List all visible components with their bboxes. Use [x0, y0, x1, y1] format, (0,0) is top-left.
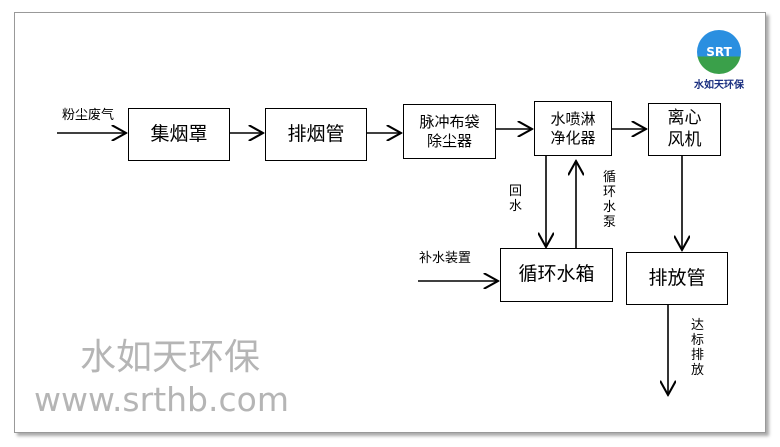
logo-name: 水如天环保: [694, 80, 744, 91]
box-bag-filter-line2: 除尘器: [426, 131, 472, 150]
box-tank-label: 循环水箱: [518, 263, 595, 286]
box-spray-line2: 净化器: [550, 128, 596, 147]
watermark-url: www.srthb.com: [34, 380, 289, 419]
company-logo: SRT 水如天环保: [692, 30, 746, 91]
box-fan-line1: 离心: [667, 108, 702, 129]
box-bag-filter-line1: 脉冲布袋: [419, 112, 480, 131]
box-spray-line1: 水喷淋: [550, 109, 596, 128]
box-hood-label: 集烟罩: [150, 122, 208, 145]
box-tank: 循环水箱: [500, 248, 613, 302]
box-exhaust-pipe-label: 排烟管: [287, 122, 345, 145]
makeup-label: 补水装置: [419, 251, 472, 266]
box-discharge: 排放管: [626, 252, 728, 305]
input-label: 粉尘废气: [62, 108, 115, 123]
box-discharge-label: 排放管: [648, 266, 706, 289]
logo-mark: SRT: [697, 30, 741, 74]
box-spray: 水喷淋净化器: [534, 101, 612, 156]
watermark-name: 水如天环保: [80, 337, 261, 378]
return-water-label: 回水: [509, 184, 523, 214]
box-fan: 离心风机: [648, 103, 721, 156]
box-hood: 集烟罩: [128, 108, 230, 161]
box-fan-line2: 风机: [667, 129, 702, 150]
box-exhaust-pipe: 排烟管: [265, 108, 367, 161]
box-bag-filter: 脉冲布袋除尘器: [403, 104, 496, 159]
diagram-frame: [14, 12, 766, 433]
output-label: 达标排放: [691, 318, 705, 378]
pump-label: 循环水泵: [603, 170, 617, 230]
